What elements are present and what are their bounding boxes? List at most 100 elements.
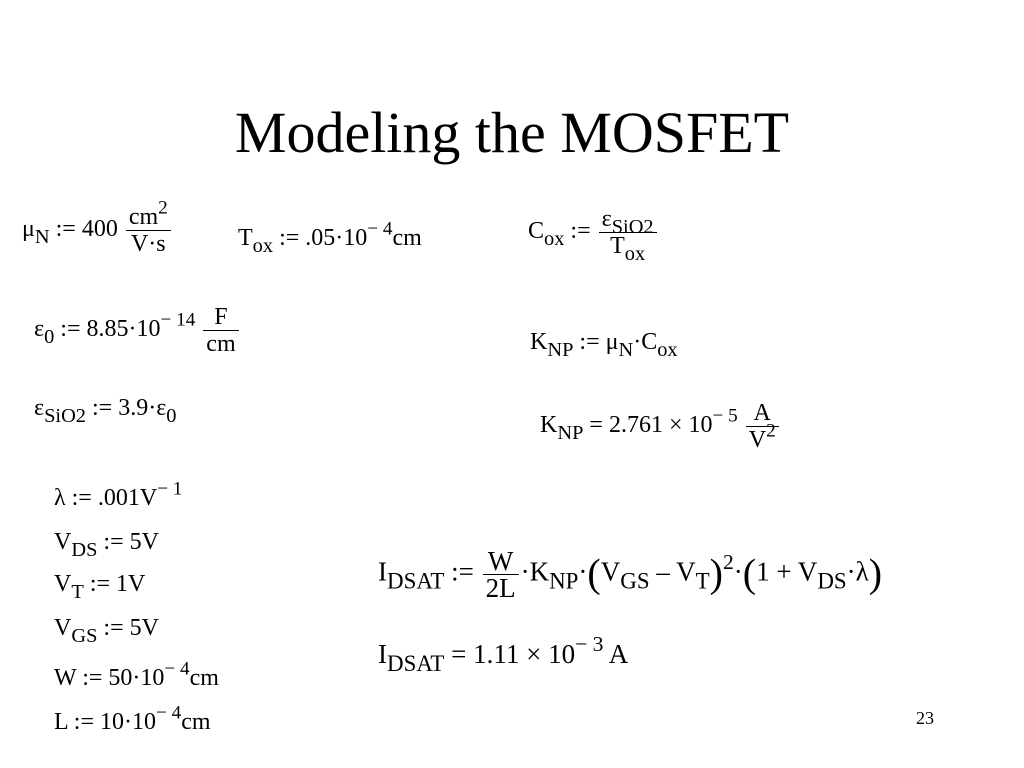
page-number: 23 (916, 708, 934, 728)
numerator: F (203, 304, 239, 331)
left-paren: ( (587, 550, 601, 596)
exponent: − 4 (164, 658, 190, 680)
denominator: V2 (748, 420, 776, 453)
equation-vt: VT := 1V (54, 570, 145, 602)
symbol: μ (22, 216, 35, 243)
symbol: ε (34, 316, 45, 343)
value: 400 (81, 216, 118, 243)
numerator: A (745, 400, 779, 427)
dot: · (578, 556, 588, 587)
subscript: N (34, 226, 50, 249)
mu-symbol: μ (605, 329, 619, 355)
denominator: V·s (130, 231, 166, 257)
exponent: − 4 (155, 702, 182, 724)
symbol: V (54, 529, 72, 555)
operator: = (589, 412, 603, 439)
subscript: ox (252, 235, 274, 258)
subscript: DSAT (387, 651, 445, 677)
numerator: W (482, 548, 519, 575)
operator: := (103, 615, 124, 641)
symbol: V (54, 615, 72, 641)
subscript: 0 (44, 326, 55, 349)
symbol: V (54, 571, 72, 597)
value: 1.11 × 10 (473, 639, 576, 669)
unit: A (608, 639, 629, 669)
subscript: NP (557, 422, 584, 445)
numerator: cm2 (125, 198, 171, 231)
subscript: DSAT (387, 568, 445, 594)
subscript: 0 (166, 405, 177, 428)
operator: := (570, 218, 591, 245)
k-symbol: ·K (520, 556, 550, 587)
equation-tox: Tox := .05·10− 4cm (238, 219, 422, 256)
denominator: Tox (610, 233, 646, 266)
numerator: εSiO2 (598, 206, 657, 237)
operator: := (92, 395, 113, 421)
exponent: − 5 (712, 405, 738, 427)
fraction: F cm (203, 304, 239, 357)
symbol: I (378, 639, 387, 669)
value: .05·10 (305, 225, 368, 251)
symbol: W (54, 665, 77, 691)
equation-lambda: λ := .001V− 1 (54, 479, 182, 512)
operator: := (579, 329, 600, 355)
right-paren: ) (868, 550, 883, 596)
denominator: cm (206, 331, 236, 357)
left-paren: ( (742, 550, 757, 596)
subscript: N (618, 339, 634, 362)
symbol: λ (54, 485, 66, 511)
subscript: NP (547, 339, 574, 362)
unit: cm (392, 225, 422, 251)
value: 5V (129, 529, 159, 555)
subscript: DS (817, 568, 847, 594)
right-paren: ) (709, 550, 723, 596)
operator: := (60, 316, 81, 343)
one-plus-vds: 1 + V (756, 556, 818, 587)
equation-vgs: VGS := 5V (54, 614, 159, 646)
dot: · (733, 556, 743, 587)
operator: := (279, 225, 300, 251)
symbol: I (378, 556, 387, 587)
equation-knp-result: KNP = 2.761 × 10− 5 A V2 (540, 400, 781, 453)
symbol: T (238, 225, 253, 251)
subscript: T (71, 581, 84, 604)
equation-l: L := 10·10− 4cm (54, 703, 211, 736)
subscript: DS (71, 539, 98, 562)
symbol: ε (34, 395, 45, 421)
unit: cm (181, 709, 211, 735)
equation-mu-n: μN := 400 cm2 V·s (22, 198, 173, 257)
denominator: 2L (485, 573, 516, 603)
equation-cox: Cox := εSiO2 Tox (528, 206, 659, 266)
fraction: W 2L (482, 548, 519, 603)
value: .001V (97, 485, 158, 511)
value: 10·10 (99, 709, 156, 735)
subscript: T (695, 568, 710, 594)
exponent: − 14 (160, 309, 196, 331)
operator: := (82, 665, 103, 691)
symbol: L (54, 709, 68, 735)
minus-vt: – V (649, 556, 696, 587)
operator: := (55, 216, 76, 243)
fraction: cm2 V·s (125, 198, 171, 257)
fraction: A V2 (745, 400, 779, 453)
value: 2.761 × 10 (608, 412, 713, 439)
fraction: εSiO2 Tox (598, 206, 657, 266)
subscript: GS (620, 568, 650, 594)
symbol: K (530, 329, 548, 355)
value: 8.85·10 (86, 316, 161, 343)
vgs-symbol: V (600, 556, 621, 587)
exponent: − 3 (575, 632, 604, 657)
value: 50·10 (108, 665, 165, 691)
cox-symbol: ·C (633, 329, 658, 355)
equation-idsat-definition: IDSAT := W 2L ·KNP·(VGS – VT)2·(1 + VDS·… (378, 548, 883, 603)
operator: := (89, 571, 111, 597)
equation-knp-definition: KNP := μN·Cox (530, 328, 678, 360)
exponent: − 1 (157, 478, 183, 500)
value: 5V (129, 615, 159, 641)
equation-eps0: ε0 := 8.85·10− 14 F cm (34, 304, 241, 357)
subscript: NP (549, 568, 579, 594)
equation-w: W := 50·10− 4cm (54, 659, 219, 692)
value: 3.9·ε (118, 395, 167, 421)
equation-idsat-result: IDSAT = 1.11 × 10− 3 A (378, 633, 629, 675)
exponent: − 4 (367, 218, 393, 240)
